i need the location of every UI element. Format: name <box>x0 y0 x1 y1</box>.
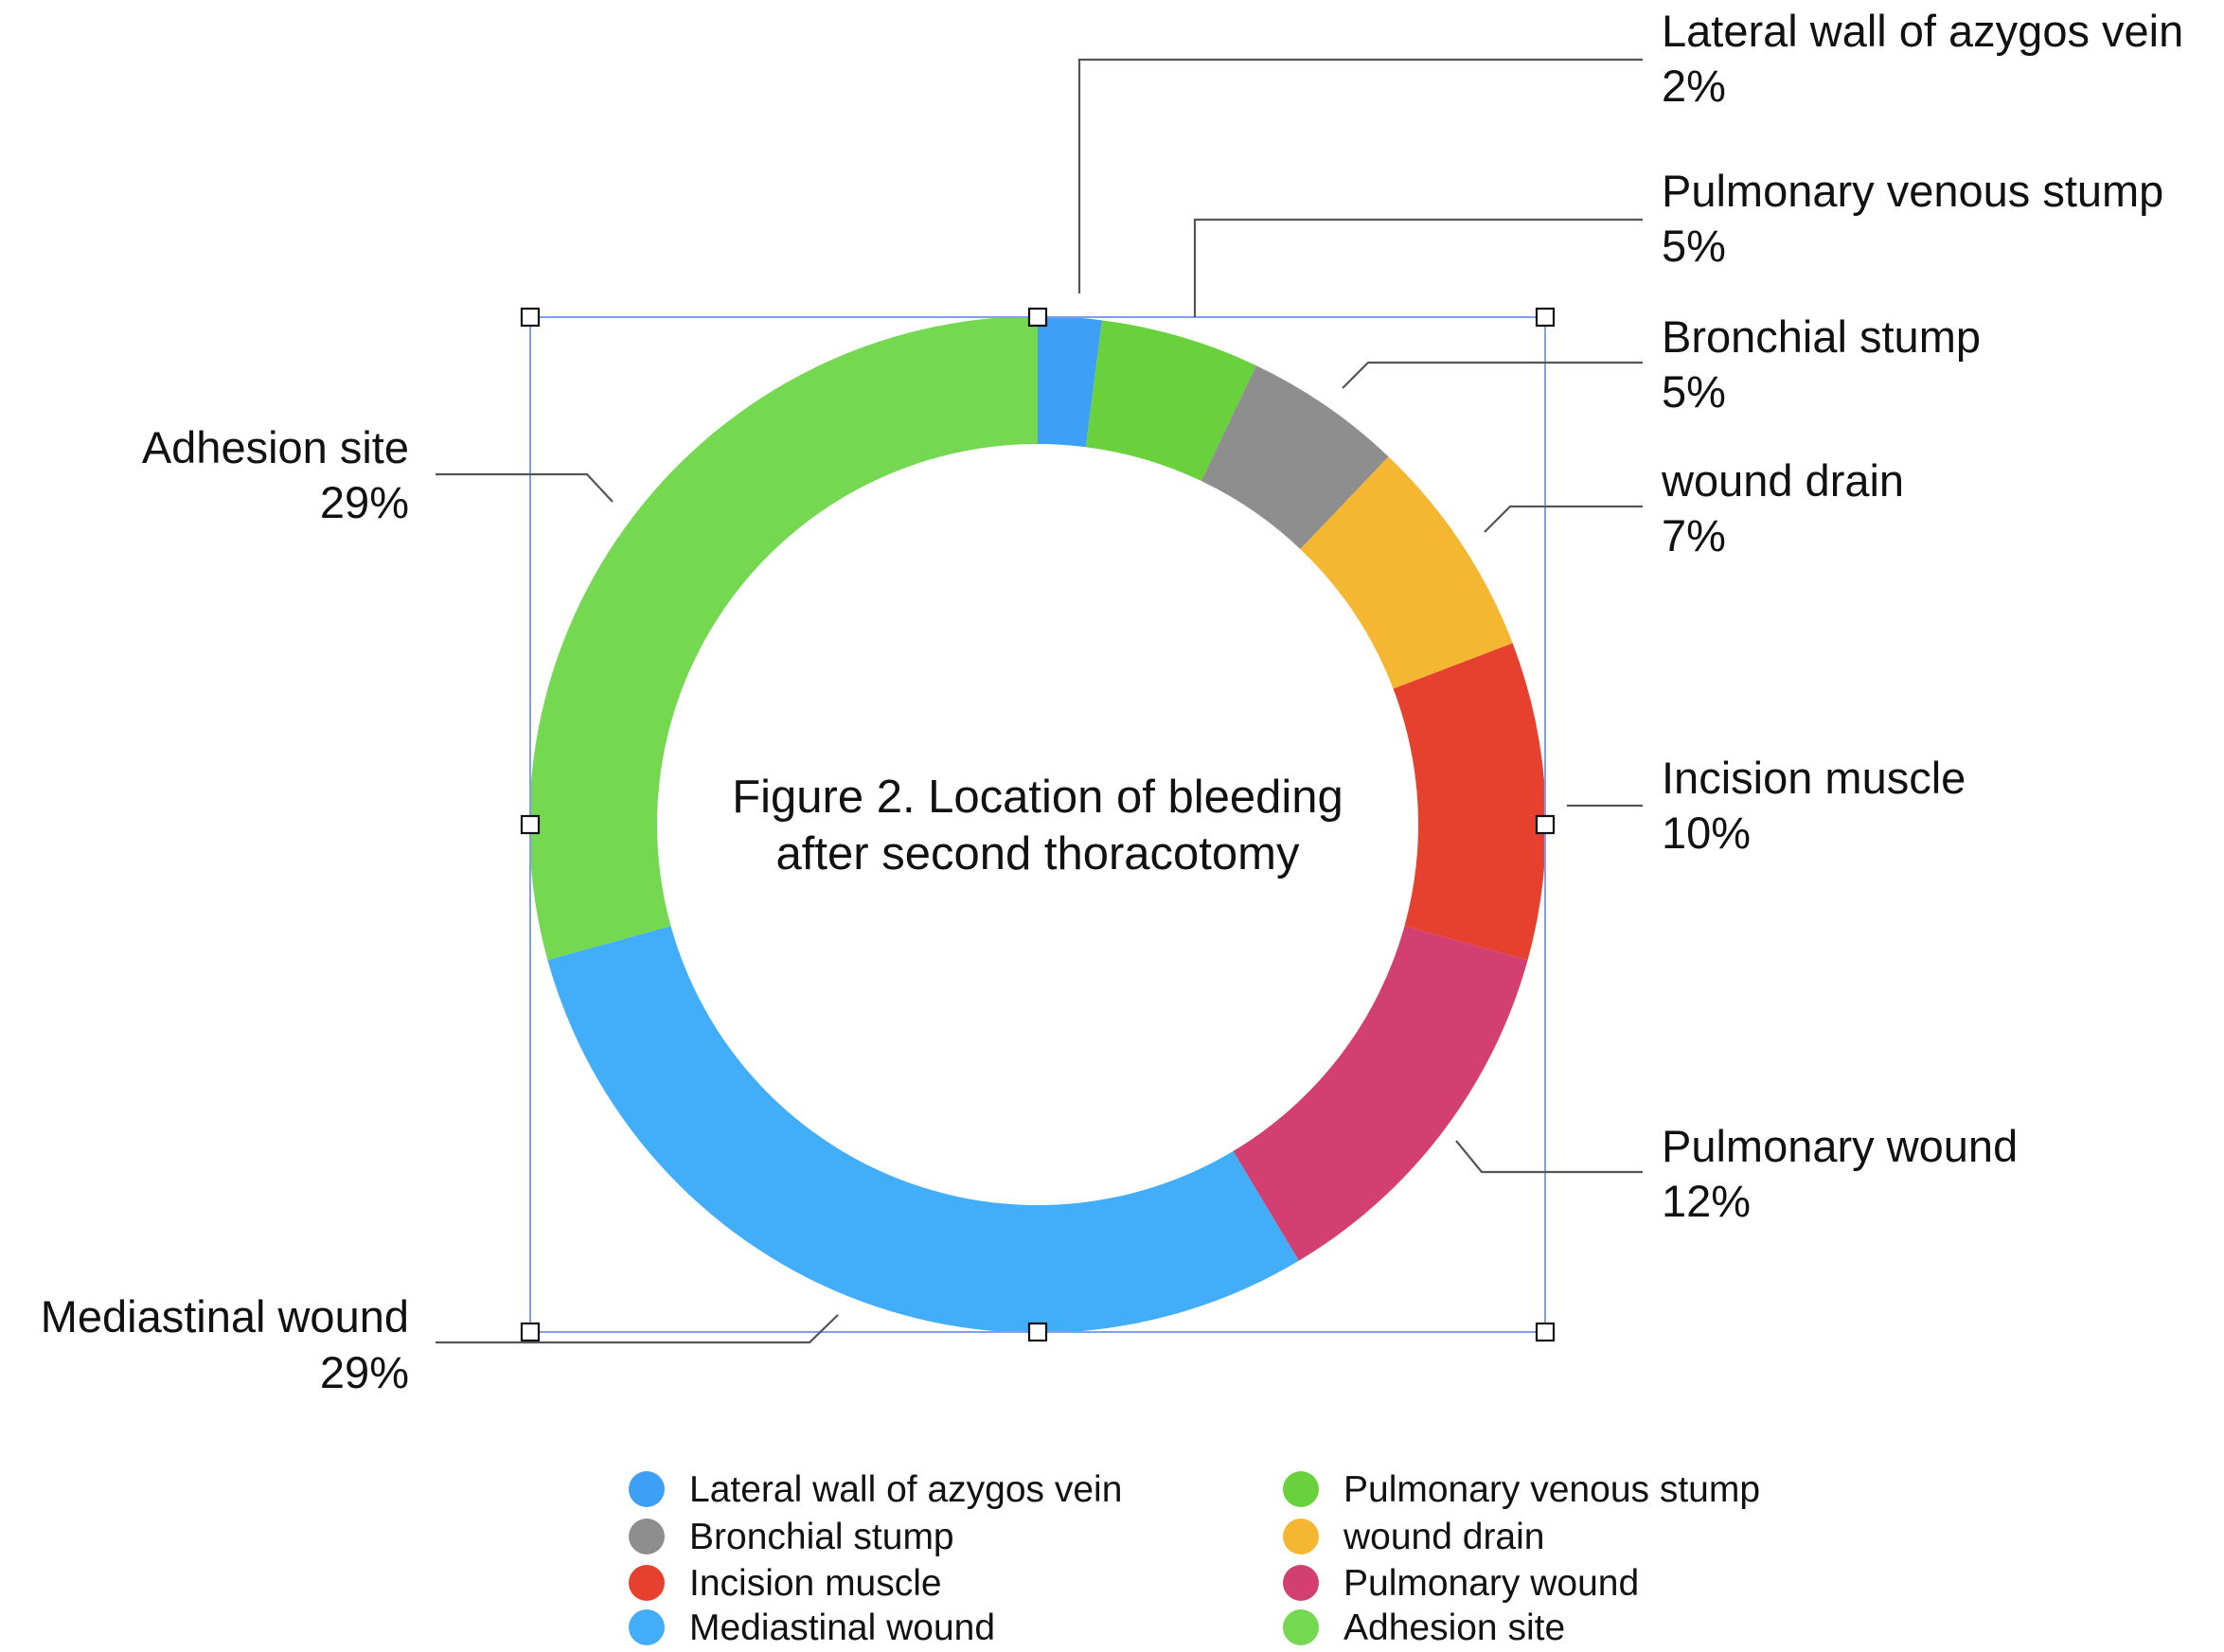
slice-label-pulmonary-venous-stump: Pulmonary venous stump <box>1662 166 2163 216</box>
legend-label-pulmonary-wound: Pulmonary wound <box>1343 1563 1639 1604</box>
resize-handle-right[interactable] <box>1535 814 1556 835</box>
slice-value-incision-muscle: 10% <box>1662 808 1751 858</box>
legend-label-incision-muscle: Incision muscle <box>689 1563 942 1604</box>
legend-swatch-pulmonary-venous-stump <box>1283 1471 1319 1507</box>
slice-value-pulmonary-wound: 12% <box>1662 1176 1751 1226</box>
leader-lines <box>436 58 1643 1344</box>
resize-handle-bottom[interactable] <box>1027 1322 1048 1342</box>
leader-line-pulmonary-wound <box>1455 1140 1643 1174</box>
legend: Lateral wall of azygos vein Pulmonary ve… <box>629 1469 1760 1648</box>
resize-handle-bottom-left[interactable] <box>520 1322 541 1342</box>
leader-line-adhesion-site <box>436 472 614 503</box>
resize-handle-left[interactable] <box>520 814 541 835</box>
legend-label-adhesion-site: Adhesion site <box>1343 1608 1565 1648</box>
donut-slice-lateral-wall-of-azygos-vein <box>1038 316 1102 448</box>
donut-slice-wound-drain <box>1300 456 1513 689</box>
slice-labels: Lateral wall of azygos vein 2% Pulmonary… <box>41 6 2184 1397</box>
slice-label-mediastinal-wound: Mediastinal wound <box>41 1291 409 1341</box>
slice-value-lateral-wall-of-azygos-vein: 2% <box>1662 61 1726 111</box>
legend-label-wound-drain: wound drain <box>1343 1517 1544 1557</box>
donut-slices <box>528 316 1546 1333</box>
donut-slice-bronchial-stump <box>1201 365 1389 550</box>
slice-value-bronchial-stump: 5% <box>1662 366 1726 417</box>
legend-label-pulmonary-venous-stump: Pulmonary venous stump <box>1343 1469 1760 1510</box>
slice-label-lateral-wall-of-azygos-vein: Lateral wall of azygos vein <box>1662 6 2183 56</box>
donut-slice-mediastinal-wound <box>547 926 1299 1333</box>
slice-label-adhesion-site: Adhesion site <box>142 422 409 472</box>
slice-value-adhesion-site: 29% <box>320 477 409 527</box>
legend-label-lateral-wall-of-azygos-vein: Lateral wall of azygos vein <box>689 1469 1122 1510</box>
legend-swatch-wound-drain <box>1283 1519 1319 1554</box>
leader-line-wound-drain <box>1484 505 1643 533</box>
legend-swatch-pulmonary-wound <box>1283 1565 1319 1601</box>
slice-value-wound-drain: 7% <box>1662 510 1726 560</box>
leader-line-bronchial-stump <box>1342 361 1643 389</box>
chart-title-line-2: after second thoracotomy <box>776 828 1300 879</box>
legend-swatch-adhesion-site <box>1283 1609 1319 1645</box>
slice-value-mediastinal-wound: 29% <box>320 1347 409 1397</box>
legend-swatch-incision-muscle <box>629 1565 665 1601</box>
slice-label-incision-muscle: Incision muscle <box>1662 753 1966 803</box>
leader-line-lateral-wall-of-azygos-vein <box>1077 58 1643 293</box>
resize-handle-top-left[interactable] <box>520 307 541 328</box>
resize-handle-top-right[interactable] <box>1535 307 1556 328</box>
slice-label-pulmonary-wound: Pulmonary wound <box>1662 1121 2018 1171</box>
leader-line-pulmonary-venous-stump <box>1193 218 1643 317</box>
legend-label-bronchial-stump: Bronchial stump <box>689 1517 954 1557</box>
resize-handle-top[interactable] <box>1027 307 1048 328</box>
resize-handle-bottom-right[interactable] <box>1535 1322 1556 1342</box>
chart-title-line-1: Figure 2. Location of bleeding <box>732 772 1343 823</box>
legend-swatch-lateral-wall-of-azygos-vein <box>629 1471 665 1507</box>
slice-label-bronchial-stump: Bronchial stump <box>1662 311 1981 362</box>
legend-label-mediastinal-wound: Mediastinal wound <box>689 1608 995 1648</box>
donut-slice-pulmonary-wound <box>1233 926 1528 1261</box>
slice-value-pulmonary-venous-stump: 5% <box>1662 221 1726 271</box>
legend-swatch-mediastinal-wound <box>629 1609 665 1645</box>
selection-frame[interactable] <box>520 307 1556 1342</box>
slice-label-wound-drain: wound drain <box>1661 455 1904 506</box>
leader-line-mediastinal-wound <box>436 1314 839 1344</box>
donut-slice-incision-muscle <box>1393 643 1546 961</box>
donut-slice-adhesion-site <box>528 316 1038 961</box>
donut-slice-pulmonary-venous-stump <box>1085 320 1256 482</box>
legend-swatch-bronchial-stump <box>629 1519 665 1554</box>
